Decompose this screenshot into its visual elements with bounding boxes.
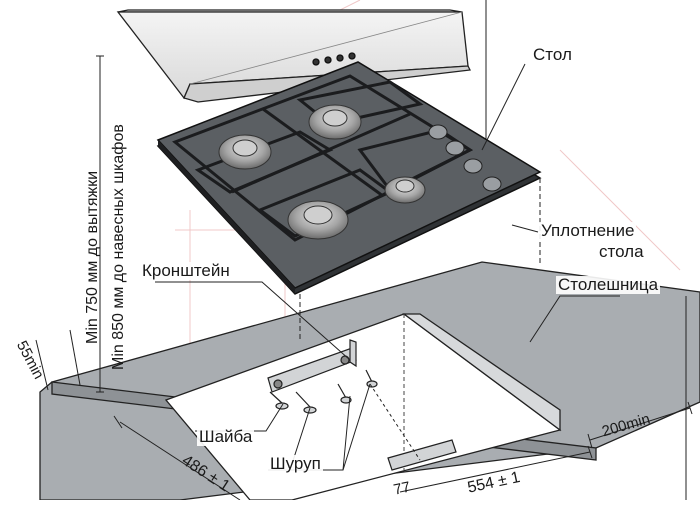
- partial-dimension: 77: [392, 478, 412, 499]
- screw-label: Шуруп: [268, 454, 323, 473]
- hood-knob: [312, 52, 356, 66]
- seal-label-line1: Уплотнение: [539, 221, 637, 240]
- bracket-label: Кронштейн: [140, 261, 232, 280]
- gas-hob: [156, 61, 542, 295]
- table-label: Стол: [531, 45, 574, 64]
- leader-lines: [35, 55, 693, 501]
- seal-label-line2: стола: [597, 242, 646, 261]
- countertop-label: Столешница: [556, 275, 661, 294]
- hood-clearance-dimension: Min 750 мм до вытяжки: [84, 170, 101, 344]
- control-knobs: [428, 124, 502, 192]
- washer-label: Шайба: [197, 427, 255, 446]
- cabinet-clearance-dimension: Min 850 мм до навесных шкафов: [110, 124, 127, 370]
- bracket-assembly: [267, 339, 457, 471]
- burner-icon: [218, 104, 426, 240]
